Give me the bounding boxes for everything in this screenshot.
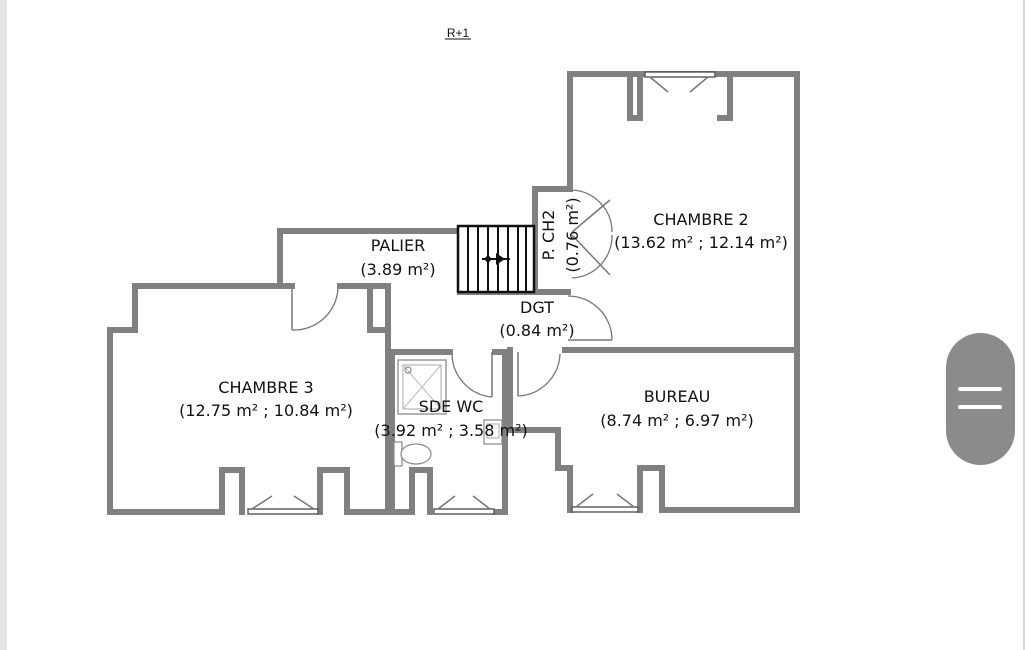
chambre3-walls <box>107 283 391 515</box>
shower-icon <box>397 359 447 415</box>
room-area-bureau: (8.74 m² ; 6.97 m²) <box>600 411 753 430</box>
room-area-pch2: (0.76 m²) <box>563 197 582 272</box>
bureau-walls <box>507 347 800 513</box>
room-area-dgt: (0.84 m²) <box>499 321 574 340</box>
sdewc-walls <box>389 349 513 515</box>
stair-arrow-dot <box>485 256 491 262</box>
window-chambre2 <box>644 71 716 93</box>
room-area-sdewc: (3.92 m² ; 3.58 m²) <box>374 421 527 440</box>
menu-icon-bar <box>958 405 1002 409</box>
room-area-chambre2: (13.62 m² ; 12.14 m²) <box>614 233 788 252</box>
menu-button[interactable] <box>946 333 1015 465</box>
menu-icon <box>958 387 1002 391</box>
left-edge-shadow <box>0 0 7 650</box>
toilet-icon <box>393 441 432 467</box>
window-bureau <box>571 493 639 513</box>
room-name-bureau: BUREAU <box>644 387 711 406</box>
window-chambre3 <box>247 495 319 515</box>
room-name-dgt: DGT <box>520 298 554 317</box>
room-name-pch2: P. CH2 <box>539 210 558 261</box>
room-name-chambre2: CHAMBRE 2 <box>653 210 748 229</box>
door-chambre2-lower <box>571 234 613 279</box>
palier-walls <box>277 186 573 295</box>
room-name-chambre3: CHAMBRE 3 <box>218 378 313 397</box>
right-edge-shadow <box>1023 0 1025 650</box>
sink-icon <box>483 419 503 445</box>
door-chambre2-upper <box>571 189 613 233</box>
room-area-chambre3: (12.75 m² ; 10.84 m²) <box>179 401 353 420</box>
room-name-palier: PALIER <box>371 236 425 255</box>
window-sdewc <box>433 495 495 515</box>
floor-title: R+1 <box>447 26 470 40</box>
room-area-palier: (3.89 m²) <box>360 260 435 279</box>
room-name-sdewc: SDE WC <box>419 397 484 416</box>
door-chambre3 <box>291 286 339 331</box>
door-sdewc <box>451 352 493 398</box>
chambre2-walls <box>562 71 800 353</box>
door-dgt <box>567 295 613 341</box>
staircase <box>456 224 536 294</box>
door-bureau <box>517 352 561 397</box>
stair-arrow-icon <box>496 253 505 265</box>
